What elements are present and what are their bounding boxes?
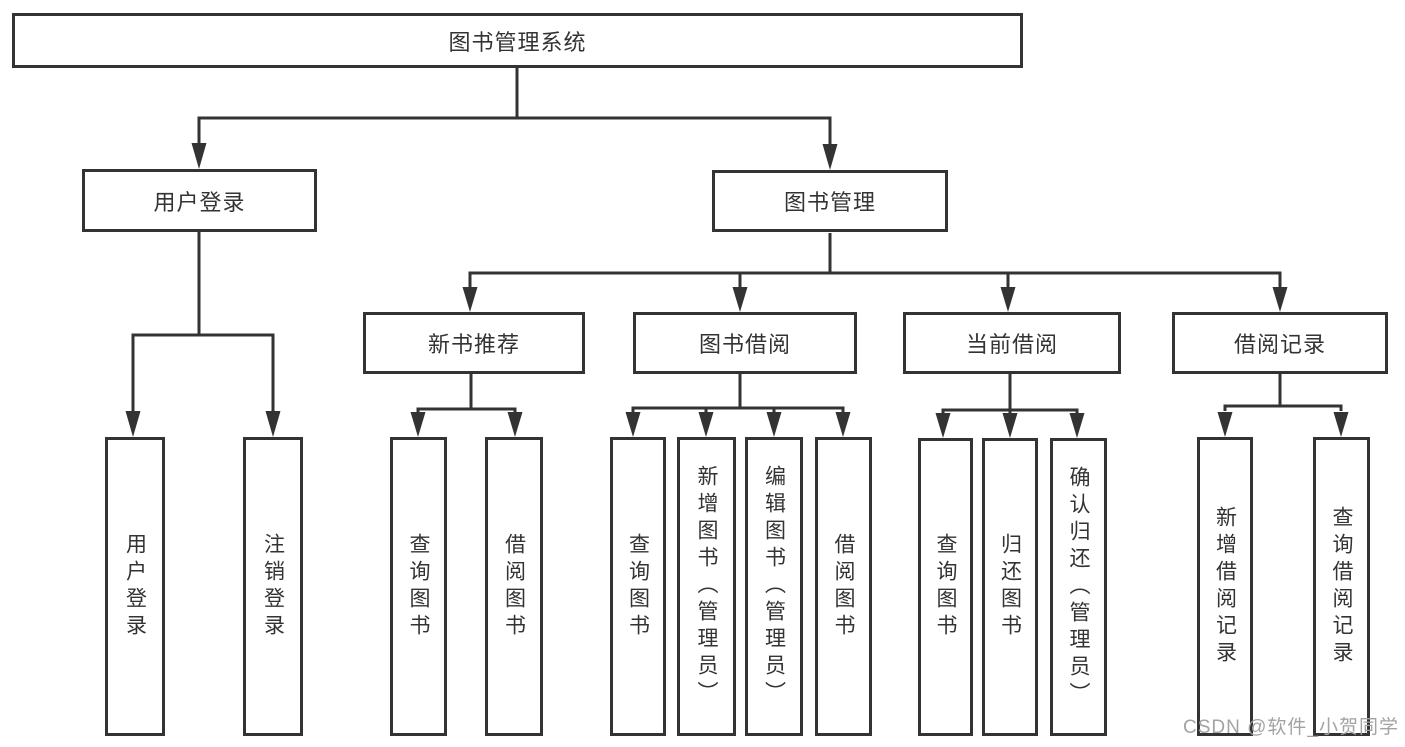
leaf-user-login: 用户登录 — [105, 437, 165, 736]
node-label: 当前借阅 — [965, 332, 1058, 357]
node-current-borrow: 当前借阅 — [903, 312, 1121, 374]
leaf-query-book-recommend: 查询图书 — [390, 437, 447, 736]
leaf-label: 查询图书 — [626, 532, 650, 641]
leaf-query-book-borrow: 查询图书 — [610, 437, 666, 736]
leaf-label: 用户登录 — [123, 532, 147, 641]
leaf-label: 确认归还（管理员） — [1067, 465, 1090, 709]
leaf-label: 归还图书 — [998, 533, 1022, 641]
leaf-label: 查询图书 — [934, 533, 957, 641]
leaf-label: 新增借阅记录 — [1213, 505, 1237, 668]
leaf-label: 新增图书（管理员） — [695, 465, 718, 708]
leaf-label: 查询借阅记录 — [1330, 505, 1353, 668]
node-label: 借阅记录 — [1233, 332, 1326, 357]
leaf-confirm-return-admin: 确认归还（管理员） — [1050, 438, 1107, 736]
leaf-query-borrow-record: 查询借阅记录 — [1313, 437, 1370, 736]
node-user-login: 用户登录 — [82, 169, 317, 232]
leaf-label: 注销登录 — [261, 532, 285, 641]
node-label: 用户登录 — [153, 189, 246, 215]
node-label: 图书管理系统 — [448, 29, 587, 55]
leaf-query-book-current: 查询图书 — [918, 438, 973, 736]
node-label: 图书管理 — [783, 190, 876, 215]
leaf-edit-book-admin: 编辑图书（管理员） — [745, 437, 803, 736]
leaf-label: 借阅图书 — [832, 532, 855, 641]
watermark: CSDN @软件_小贺同学 — [1183, 717, 1399, 738]
leaf-borrow-book-recommend: 借阅图书 — [485, 437, 543, 736]
node-label: 新书推荐 — [427, 332, 520, 357]
arrowhead-icons — [125, 143, 1349, 438]
leaf-add-borrow-record: 新增借阅记录 — [1197, 437, 1253, 736]
node-library-management-system: 图书管理系统 — [12, 13, 1023, 68]
leaf-label: 借阅图书 — [502, 532, 526, 641]
node-label: 图书借阅 — [698, 332, 791, 357]
leaf-borrow-book: 借阅图书 — [815, 437, 872, 736]
node-new-book-recommend: 新书推荐 — [363, 312, 585, 374]
node-borrow-record: 借阅记录 — [1172, 312, 1388, 374]
node-book-borrow: 图书借阅 — [633, 312, 857, 374]
leaf-add-book-admin: 新增图书（管理员） — [677, 437, 736, 736]
leaf-label: 查询图书 — [407, 532, 430, 641]
leaf-return-book: 归还图书 — [982, 438, 1038, 736]
node-book-management: 图书管理 — [712, 170, 948, 232]
leaf-logout: 注销登录 — [243, 437, 303, 736]
leaf-label: 编辑图书（管理员） — [762, 465, 786, 708]
